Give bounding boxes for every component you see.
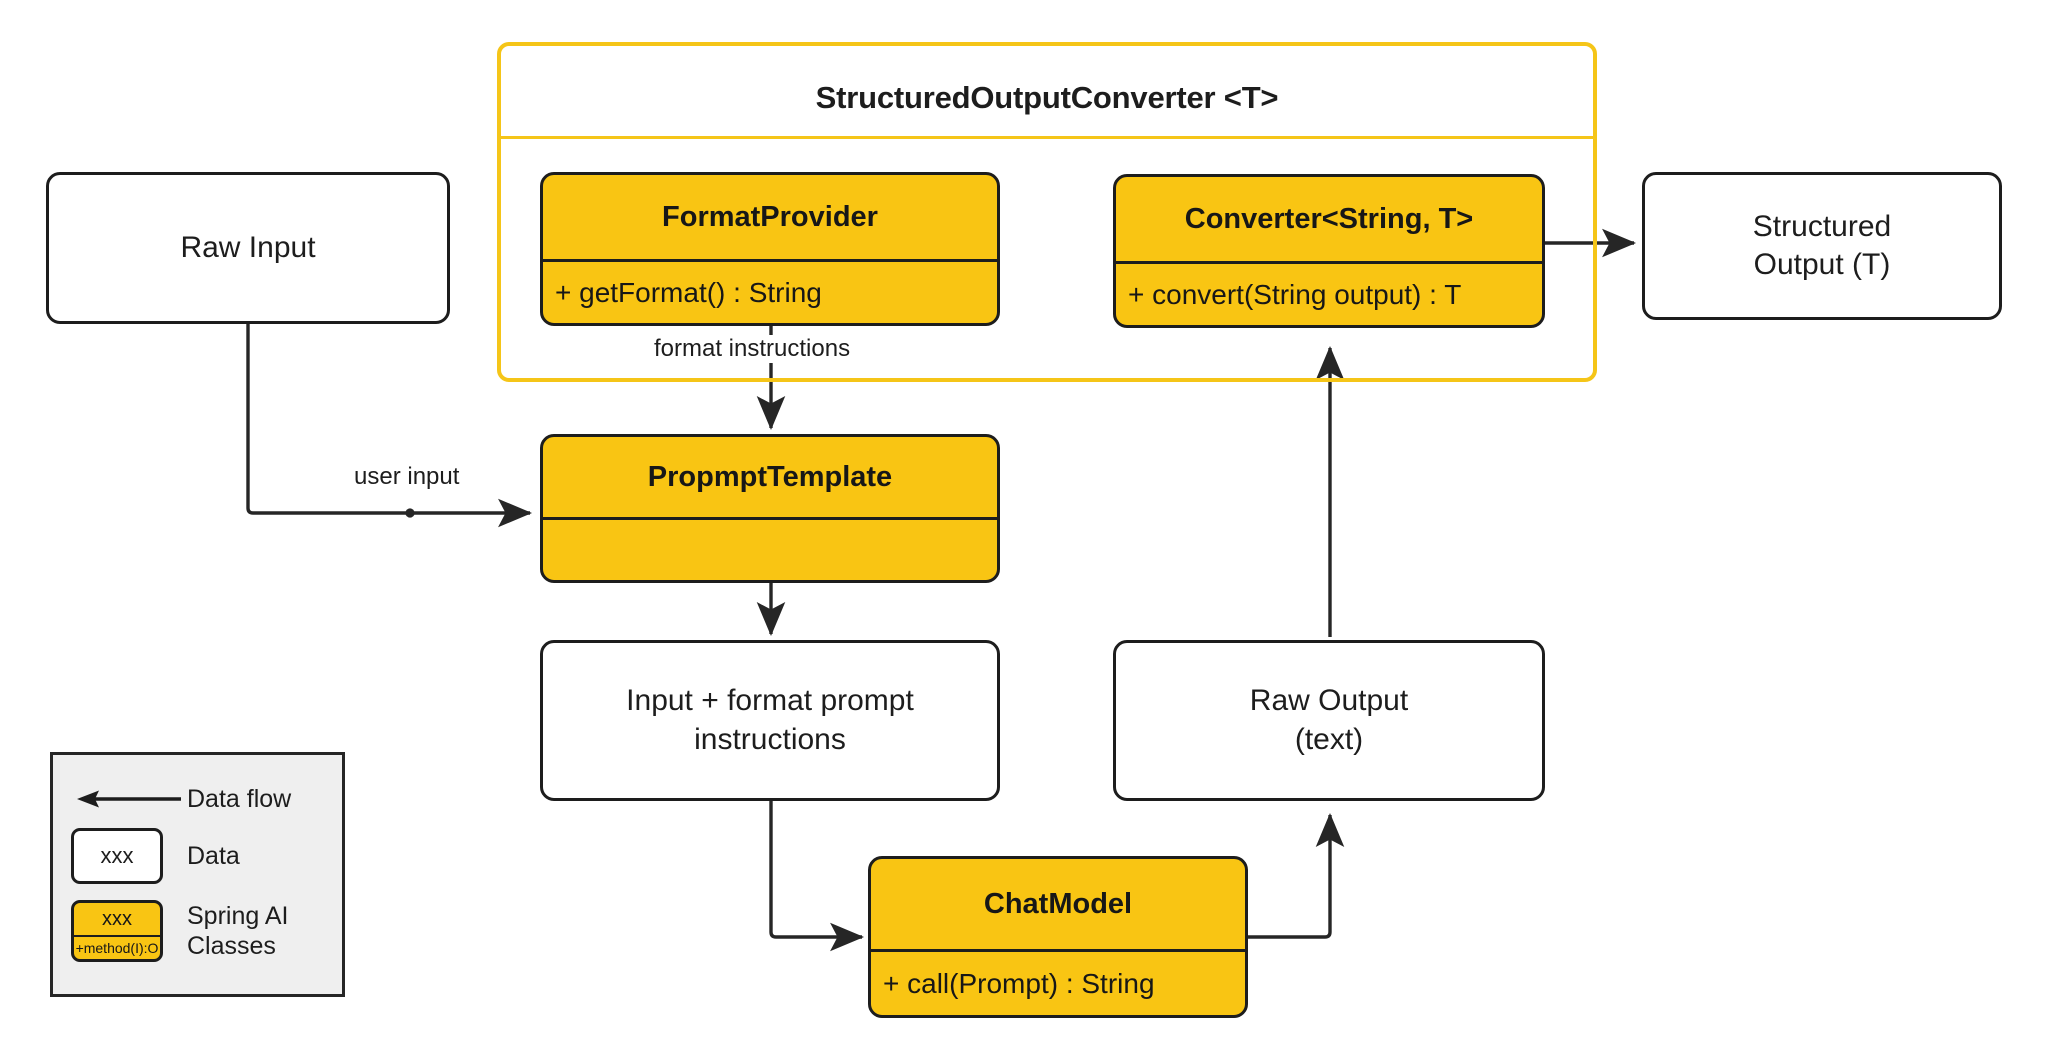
node-raw-output-line1: Raw Output — [1249, 684, 1409, 718]
node-raw-output-line2: (text) — [1294, 722, 1364, 756]
group-title: StructuredOutputConverter <T> — [815, 80, 1279, 115]
legend-sample-data-text: xxx — [100, 843, 134, 868]
edge-label-user-input: user input — [348, 463, 466, 491]
edge-chat-model-to-raw-output — [1246, 812, 1345, 939]
legend-label-data-flow: Data flow — [187, 784, 292, 813]
node-prompt-template-method — [543, 520, 997, 580]
legend-sample-data-box: xxx — [71, 828, 163, 884]
node-format-provider-title: FormatProvider — [543, 175, 997, 262]
node-prompt-template-title: PropmptTemplate — [543, 437, 997, 520]
node-format-provider[interactable]: FormatProvider + getFormat() : String — [540, 172, 1000, 326]
node-prompt-template[interactable]: PropmptTemplate — [540, 434, 1000, 583]
node-input-format-prompt-line2: instructions — [694, 722, 846, 756]
legend-panel: Data flow xxx Data xxx +method(I):O Spri… — [50, 752, 345, 997]
node-raw-input[interactable]: Raw Input — [46, 172, 450, 324]
node-raw-input-label: Raw Input — [180, 230, 316, 264]
edge-waypoint-dot — [405, 508, 415, 518]
group-title-divider — [501, 136, 1593, 139]
legend-label-spring-ai-classes: Spring AI Classes — [187, 901, 288, 962]
yellow-class-box-icon: xxx +method(I):O — [71, 900, 187, 962]
node-input-format-prompt-line1: Input + format prompt — [626, 684, 914, 718]
legend-sample-uml-method: +method(I):O — [75, 940, 159, 956]
left-arrow-icon — [69, 787, 187, 811]
legend-sample-uml-box: xxx +method(I):O — [71, 900, 163, 962]
structured-output-converter-group: StructuredOutputConverter <T> — [497, 42, 1597, 382]
node-format-provider-method: + getFormat() : String — [555, 276, 822, 308]
node-raw-output[interactable]: Raw Output (text) — [1113, 640, 1545, 801]
legend-label-spring-ai-line1: Spring AI — [187, 901, 289, 930]
legend-sample-uml-title: xxx — [74, 903, 160, 937]
legend-row-data: xxx Data — [71, 828, 333, 884]
legend-row-spring-ai-classes: xxx +method(I):O Spring AI Classes — [71, 895, 343, 967]
legend-label-spring-ai-line2: Classes — [187, 932, 276, 960]
node-chat-model[interactable]: ChatModel + call(Prompt) : String — [868, 856, 1248, 1018]
node-structured-output-line1: Structured — [1752, 209, 1892, 243]
edge-label-format-instructions: format instructions — [648, 335, 857, 363]
node-converter[interactable]: Converter<String, T> + convert(String ou… — [1113, 174, 1545, 328]
node-chat-model-method: + call(Prompt) : String — [883, 967, 1155, 999]
white-box-icon: xxx — [71, 828, 187, 884]
node-input-format-prompt[interactable]: Input + format prompt instructions — [540, 640, 1000, 801]
node-structured-output[interactable]: Structured Output (T) — [1642, 172, 2002, 320]
node-converter-method: + convert(String output) : T — [1128, 278, 1462, 310]
node-converter-title: Converter<String, T> — [1116, 177, 1542, 264]
node-structured-output-line2: Output (T) — [1753, 248, 1891, 281]
legend-label-data: Data — [187, 841, 240, 870]
edge-input-format-to-chat-model — [769, 801, 865, 952]
legend-row-data-flow: Data flow — [69, 775, 331, 823]
node-chat-model-title: ChatModel — [871, 859, 1245, 952]
